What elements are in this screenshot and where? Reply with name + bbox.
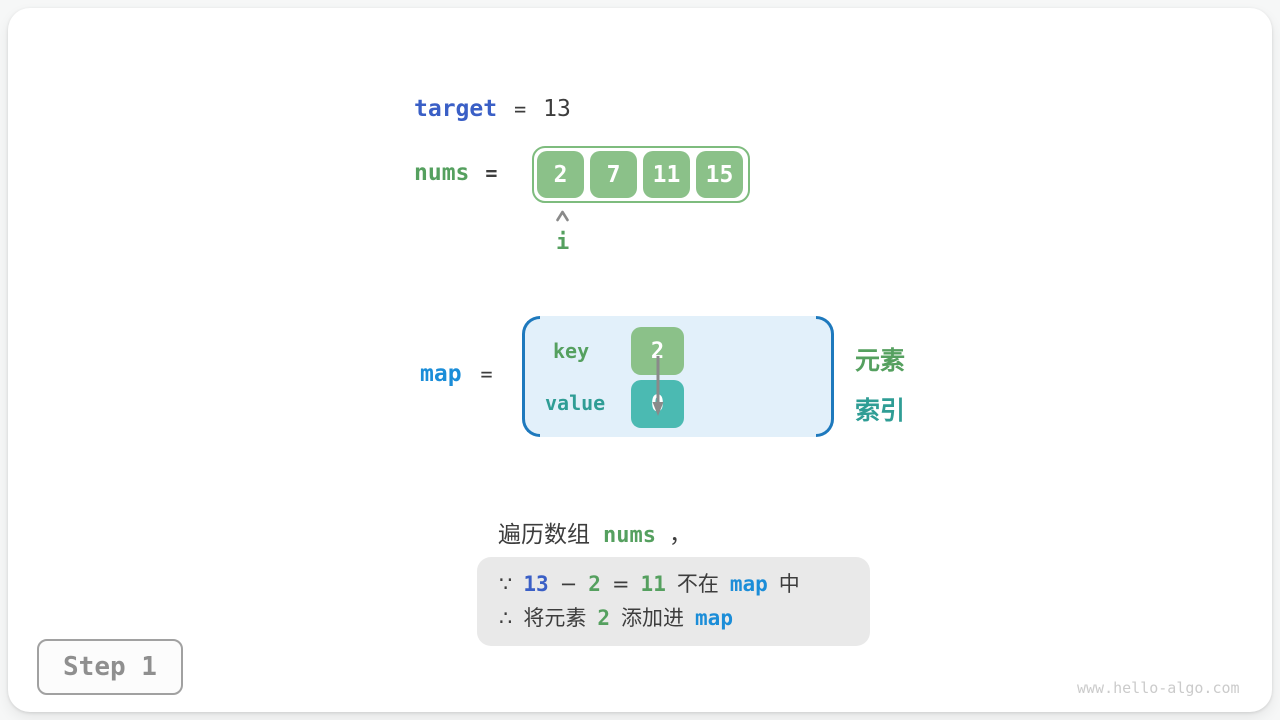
element-annotation: 元素	[855, 346, 906, 375]
nums-label: nums	[414, 160, 470, 186]
caption-prefix: 遍历数组	[498, 522, 590, 548]
array-cell: 11	[643, 151, 690, 198]
target-label: target	[414, 96, 498, 122]
map-value-label: value	[545, 391, 606, 415]
note-line-2: ∴ 将元素 2 添加进 map	[499, 601, 870, 635]
therefore-symbol: ∴	[499, 606, 513, 630]
nums-label-row: nums =	[414, 160, 497, 186]
note-line-1: ∵ 13 − 2 = 11 不在 map 中	[499, 567, 870, 601]
arrow-down-icon	[650, 352, 666, 424]
map-equals: =	[480, 362, 493, 386]
map-label-row: map =	[420, 361, 493, 387]
map-key-label: key	[553, 339, 590, 363]
note-box: ∵ 13 − 2 = 11 不在 map 中 ∴ 将元素 2 添加进 map	[477, 557, 870, 646]
array-cell: 7	[590, 151, 637, 198]
caption-comma: ，	[668, 522, 692, 548]
target-row: target = 13	[414, 96, 571, 122]
note-text-b: 添加进	[621, 606, 685, 630]
index-pointer-label: i	[556, 230, 570, 255]
note-diff-number: 11	[640, 572, 666, 596]
target-equals: =	[514, 97, 527, 121]
array-cell: 2	[537, 151, 584, 198]
array-cell: 15	[696, 151, 743, 198]
note-text-a: 将元素	[523, 606, 587, 630]
nums-array: 2 7 11 15	[532, 146, 750, 203]
equals-sign: =	[611, 572, 630, 596]
index-annotation: 索引	[855, 396, 906, 425]
note-suffix-text: 中	[778, 572, 800, 596]
minus-sign: −	[559, 572, 578, 596]
note-map-code: map	[729, 572, 768, 596]
step-badge: Step 1	[37, 639, 183, 695]
caption-nums-code: nums	[603, 523, 656, 548]
chevron-up-icon	[554, 208, 571, 227]
map-label: map	[420, 361, 462, 387]
note-map-code: map	[695, 606, 733, 630]
because-symbol: ∵	[499, 572, 513, 596]
map-bracket-left	[522, 316, 540, 437]
note-target-number: 13	[523, 572, 549, 596]
target-value: 13	[543, 96, 571, 122]
note-not-in-text: 不在	[676, 572, 719, 596]
watermark: www.hello-algo.com	[1077, 679, 1240, 697]
nums-equals: =	[485, 161, 498, 185]
note-element-number: 2	[588, 572, 601, 596]
figure-card: target = 13 nums = 2 7 11 15 i map = key…	[8, 8, 1272, 712]
map-bracket-right	[816, 316, 834, 437]
note-element-number: 2	[597, 606, 611, 630]
caption-line: 遍历数组 nums ，	[498, 515, 692, 549]
